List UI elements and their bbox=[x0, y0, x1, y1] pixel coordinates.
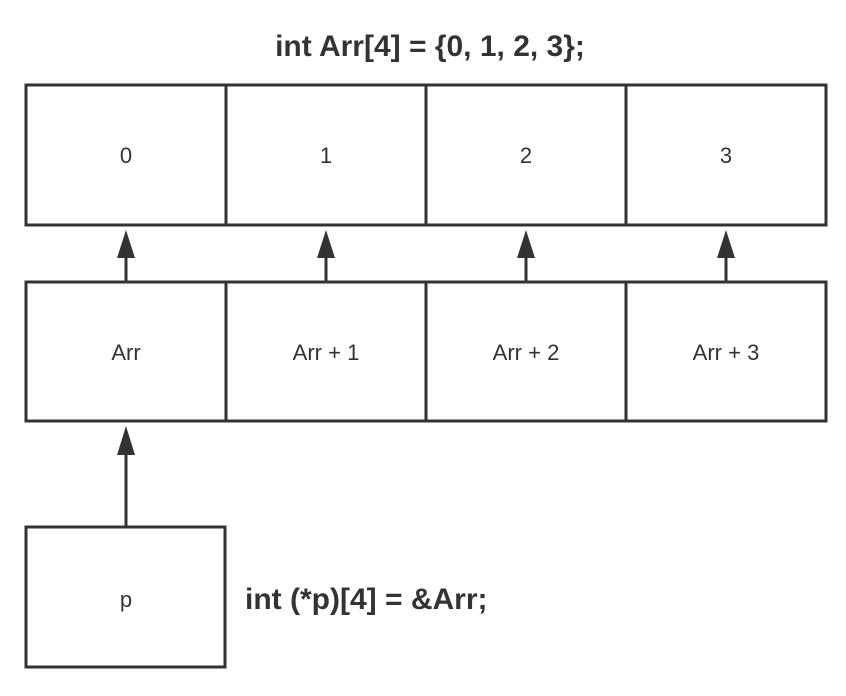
pointer-cell-0-label: Arr bbox=[111, 340, 140, 365]
array-cell-0-value: 0 bbox=[120, 143, 132, 168]
array-declaration-title: int Arr[4] = {0, 1, 2, 3}; bbox=[275, 30, 585, 63]
pointer-declaration: int (*p)[4] = &Arr; bbox=[245, 583, 488, 616]
pointer-cell-1-box bbox=[224, 280, 428, 423]
pointer-cell-3-box bbox=[624, 280, 828, 423]
array-cell-2-value: 2 bbox=[520, 143, 532, 168]
array-cell-1-value: 1 bbox=[320, 143, 332, 168]
array-cell-3-box bbox=[624, 83, 828, 227]
element-pointer-arrows bbox=[117, 230, 735, 282]
pointer-cell-1-label: Arr + 1 bbox=[293, 340, 360, 365]
array-cell-0-box bbox=[24, 83, 228, 227]
arrow-p-to-arr bbox=[117, 426, 135, 527]
arrow-arr-plus-3-to-3 bbox=[717, 230, 735, 282]
arrow-arr-to-0 bbox=[117, 230, 135, 282]
pointer-cell-0-box bbox=[24, 280, 228, 423]
pointer-p-box bbox=[24, 525, 227, 669]
array-cell-1-box bbox=[224, 83, 428, 227]
pointer-p-label: p bbox=[120, 587, 132, 612]
arrow-arr-plus-2-to-2 bbox=[517, 230, 535, 282]
pointer-expressions-row: Arr Arr + 1 Arr + 2 Arr + 3 bbox=[24, 280, 828, 423]
pointer-p: p bbox=[24, 525, 227, 669]
arrow-arr-plus-1-to-1 bbox=[317, 230, 335, 282]
pointer-cell-3-label: Arr + 3 bbox=[693, 340, 760, 365]
pointer-cell-2-label: Arr + 2 bbox=[493, 340, 560, 365]
array-values-row: 0 1 2 3 bbox=[24, 83, 828, 227]
array-cell-3-value: 3 bbox=[720, 143, 732, 168]
array-cell-2-box bbox=[424, 83, 628, 227]
